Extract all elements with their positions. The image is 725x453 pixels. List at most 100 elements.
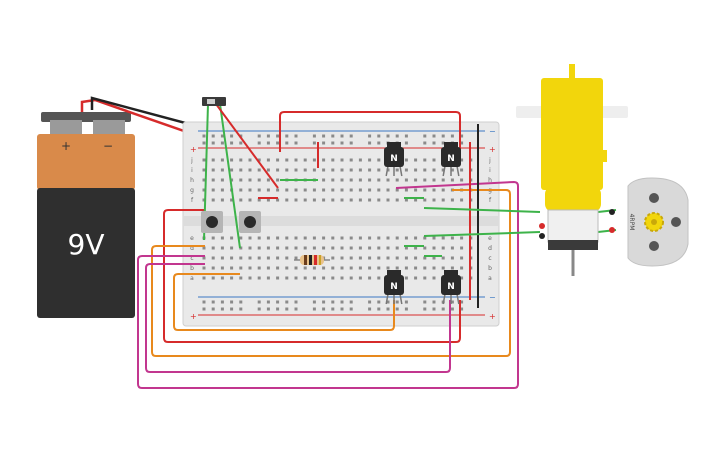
breadboard-hole[interactable] xyxy=(303,188,307,192)
breadboard-hole[interactable] xyxy=(266,266,270,270)
breadboard-hole[interactable] xyxy=(312,134,316,138)
breadboard-hole[interactable] xyxy=(331,236,335,240)
breadboard-hole[interactable] xyxy=(248,178,252,182)
breadboard-hole[interactable] xyxy=(211,300,215,304)
breadboard-hole[interactable] xyxy=(395,178,399,182)
breadboard-hole[interactable] xyxy=(257,134,261,138)
breadboard-hole[interactable] xyxy=(432,134,436,138)
breadboard-hole[interactable] xyxy=(202,256,206,260)
transistor-q3[interactable]: N xyxy=(384,270,404,305)
breadboard-hole[interactable] xyxy=(404,141,408,145)
breadboard-hole[interactable] xyxy=(303,276,307,280)
breadboard-hole[interactable] xyxy=(202,168,206,172)
breadboard-hole[interactable] xyxy=(211,141,215,145)
breadboard-hole[interactable] xyxy=(331,266,335,270)
breadboard-hole[interactable] xyxy=(358,178,362,182)
breadboard-hole[interactable] xyxy=(248,188,252,192)
breadboard-hole[interactable] xyxy=(285,236,289,240)
breadboard-hole[interactable] xyxy=(331,168,335,172)
breadboard-hole[interactable] xyxy=(239,276,243,280)
breadboard-hole[interactable] xyxy=(202,141,206,145)
breadboard-hole[interactable] xyxy=(432,141,436,145)
breadboard-hole[interactable] xyxy=(294,134,298,138)
breadboard-hole[interactable] xyxy=(312,300,316,304)
breadboard-hole[interactable] xyxy=(294,168,298,172)
breadboard-hole[interactable] xyxy=(202,158,206,162)
breadboard-hole[interactable] xyxy=(331,246,335,250)
breadboard-hole[interactable] xyxy=(239,266,243,270)
breadboard-hole[interactable] xyxy=(358,168,362,172)
breadboard-hole[interactable] xyxy=(248,236,252,240)
breadboard-hole[interactable] xyxy=(423,266,427,270)
breadboard-hole[interactable] xyxy=(386,246,390,250)
breadboard-hole[interactable] xyxy=(248,256,252,260)
breadboard-hole[interactable] xyxy=(211,256,215,260)
breadboard-hole[interactable] xyxy=(414,168,418,172)
breadboard-hole[interactable] xyxy=(432,198,436,202)
breadboard-hole[interactable] xyxy=(349,158,353,162)
breadboard-hole[interactable] xyxy=(266,276,270,280)
breadboard-hole[interactable] xyxy=(211,236,215,240)
breadboard-hole[interactable] xyxy=(257,276,261,280)
breadboard-hole[interactable] xyxy=(368,276,372,280)
breadboard-hole[interactable] xyxy=(349,256,353,260)
breadboard-hole[interactable] xyxy=(404,168,408,172)
breadboard-hole[interactable] xyxy=(441,198,445,202)
breadboard-hole[interactable] xyxy=(257,246,261,250)
breadboard-hole[interactable] xyxy=(386,198,390,202)
breadboard-hole[interactable] xyxy=(211,266,215,270)
breadboard-hole[interactable] xyxy=(414,246,418,250)
breadboard-hole[interactable] xyxy=(257,158,261,162)
breadboard-hole[interactable] xyxy=(377,168,381,172)
breadboard-hole[interactable] xyxy=(395,134,399,138)
breadboard-hole[interactable] xyxy=(220,178,224,182)
breadboard-hole[interactable] xyxy=(322,300,326,304)
breadboard-hole[interactable] xyxy=(368,256,372,260)
breadboard-hole[interactable] xyxy=(460,178,464,182)
battery-9v[interactable]: + − 9V xyxy=(37,112,135,318)
breadboard-hole[interactable] xyxy=(395,266,399,270)
breadboard-hole[interactable] xyxy=(441,256,445,260)
breadboard-hole[interactable] xyxy=(432,266,436,270)
breadboard-hole[interactable] xyxy=(257,188,261,192)
breadboard-hole[interactable] xyxy=(349,178,353,182)
breadboard-hole[interactable] xyxy=(377,198,381,202)
breadboard-hole[interactable] xyxy=(239,246,243,250)
breadboard-hole[interactable] xyxy=(414,266,418,270)
breadboard-hole[interactable] xyxy=(368,188,372,192)
breadboard-hole[interactable] xyxy=(257,266,261,270)
breadboard-hole[interactable] xyxy=(404,188,408,192)
breadboard-hole[interactable] xyxy=(294,141,298,145)
breadboard-hole[interactable] xyxy=(340,141,344,145)
breadboard-hole[interactable] xyxy=(460,198,464,202)
breadboard-hole[interactable] xyxy=(230,276,234,280)
breadboard-hole[interactable] xyxy=(303,266,307,270)
breadboard-hole[interactable] xyxy=(248,158,252,162)
breadboard-hole[interactable] xyxy=(349,188,353,192)
transistor-q1[interactable]: N xyxy=(384,142,404,177)
breadboard-hole[interactable] xyxy=(432,236,436,240)
breadboard-hole[interactable] xyxy=(322,158,326,162)
breadboard-hole[interactable] xyxy=(349,141,353,145)
breadboard-hole[interactable] xyxy=(239,198,243,202)
breadboard-hole[interactable] xyxy=(230,141,234,145)
breadboard-hole[interactable] xyxy=(349,300,353,304)
breadboard-hole[interactable] xyxy=(276,246,280,250)
breadboard-hole[interactable] xyxy=(450,178,454,182)
breadboard-hole[interactable] xyxy=(285,266,289,270)
breadboard-hole[interactable] xyxy=(340,266,344,270)
breadboard-hole[interactable] xyxy=(377,188,381,192)
breadboard-hole[interactable] xyxy=(377,236,381,240)
breadboard-hole[interactable] xyxy=(331,188,335,192)
breadboard-hole[interactable] xyxy=(312,276,316,280)
breadboard-hole[interactable] xyxy=(266,188,270,192)
breadboard-hole[interactable] xyxy=(331,198,335,202)
breadboard-hole[interactable] xyxy=(377,134,381,138)
breadboard-hole[interactable] xyxy=(395,168,399,172)
breadboard-hole[interactable] xyxy=(303,246,307,250)
breadboard-hole[interactable] xyxy=(220,236,224,240)
breadboard-hole[interactable] xyxy=(340,236,344,240)
breadboard-hole[interactable] xyxy=(386,266,390,270)
breadboard-hole[interactable] xyxy=(395,307,399,311)
breadboard-hole[interactable] xyxy=(239,188,243,192)
